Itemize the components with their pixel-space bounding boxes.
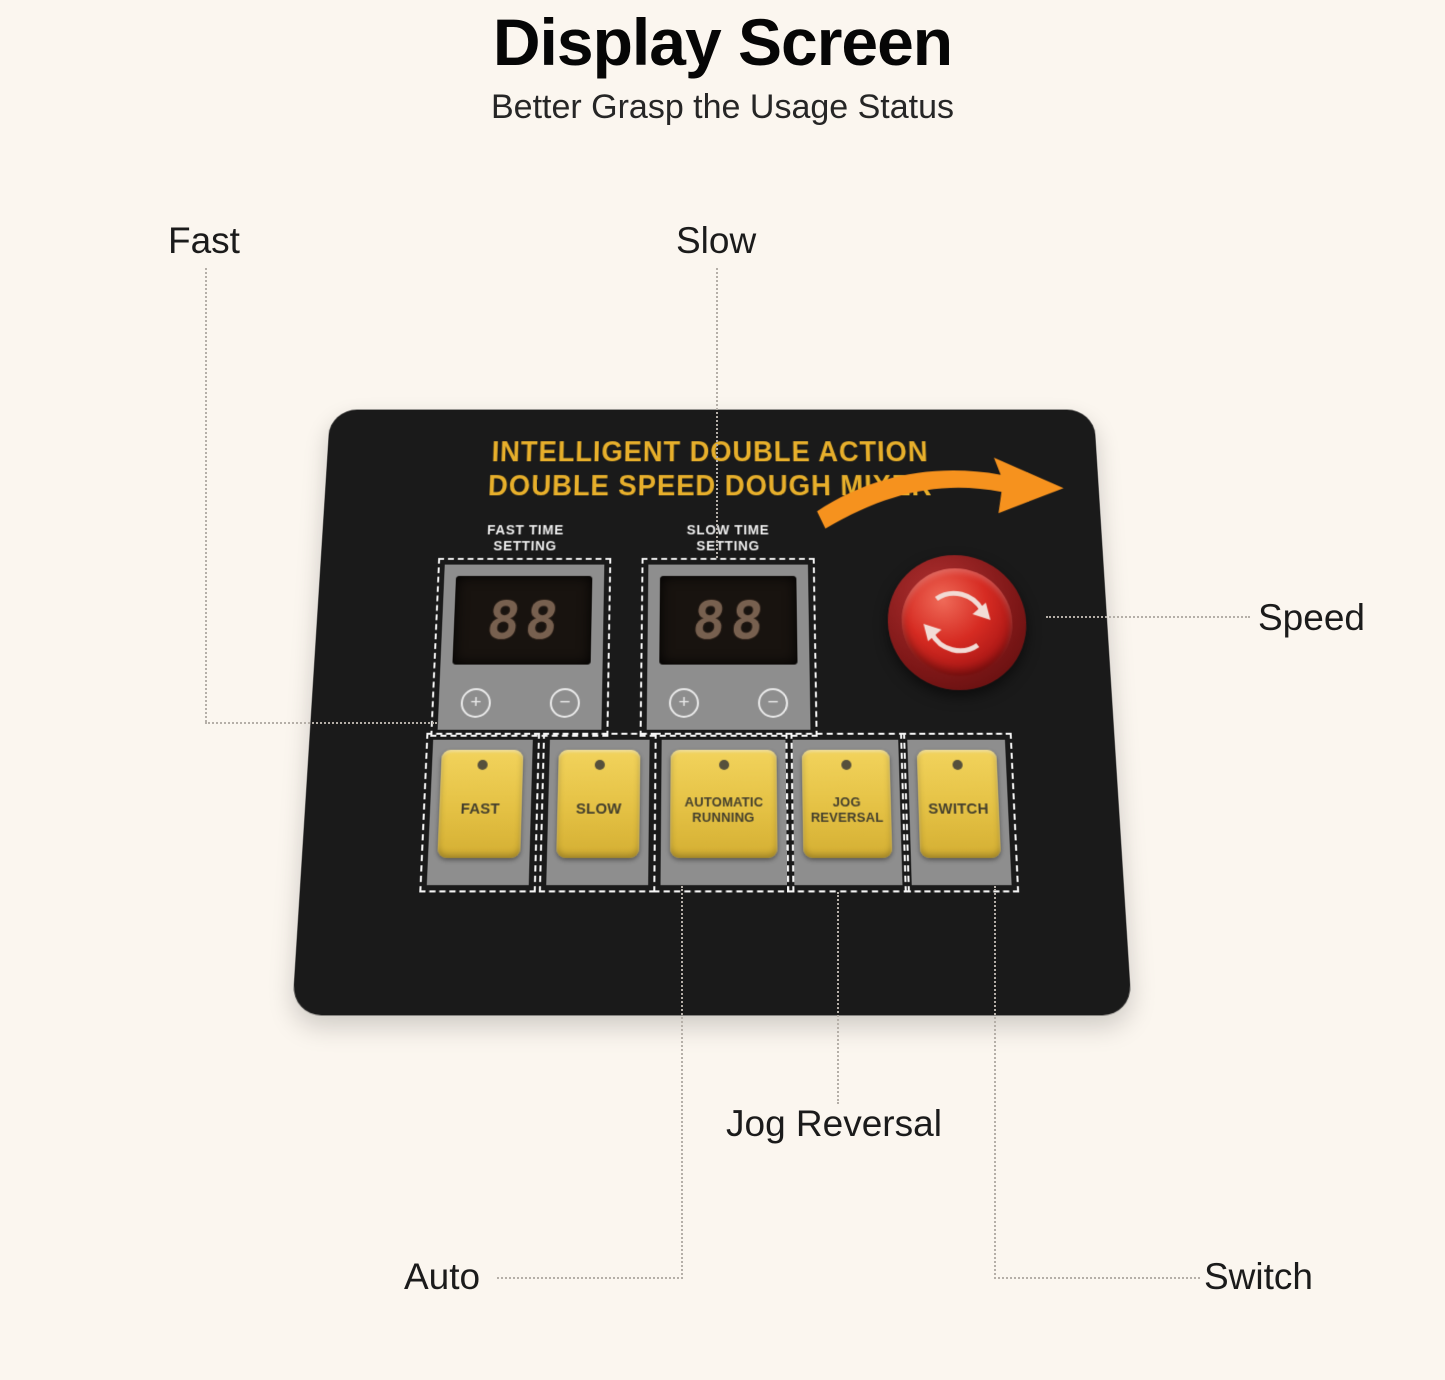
- leader-line-auto-horizontal: [497, 1277, 683, 1279]
- leader-line-fast-vertical: [205, 268, 207, 722]
- button-indicator-dot: [718, 759, 729, 770]
- callout-label-jog-reversal: Jog Reversal: [726, 1103, 942, 1144]
- switch-button-label: SWITCH: [928, 800, 990, 819]
- leader-line-fast-horizontal: [205, 722, 437, 724]
- fast-timer-display: 88: [452, 575, 593, 665]
- button-plate-slow: SLOW: [538, 732, 657, 893]
- slow-time-label-line2: SETTING: [696, 539, 760, 555]
- fast-timer-plate: 88 + −: [430, 557, 612, 737]
- button-plate-fast: FAST: [419, 732, 541, 893]
- page-title: Display Screen: [492, 5, 953, 79]
- jog-reversal-button[interactable]: JOG REVERSAL: [801, 749, 893, 859]
- leader-line-jog-vertical: [837, 892, 839, 1104]
- slow-button-label: SLOW: [575, 800, 622, 819]
- jog-reversal-button-label: JOG: [832, 793, 861, 810]
- callout-label-auto: Auto: [404, 1256, 481, 1297]
- fast-time-label-line1: FAST TIME: [486, 523, 565, 539]
- fast-timer-plus-button[interactable]: +: [460, 688, 492, 718]
- control-panel: INTELLIGENT DOUBLE ACTION DOUBLE SPEED D…: [291, 409, 1133, 1016]
- leader-line-speed-horizontal: [1046, 616, 1250, 618]
- callout-label-slow: Slow: [676, 220, 757, 261]
- slow-timer-value: 88: [689, 589, 773, 651]
- automatic-running-button-label: AUTOMATIC: [684, 793, 764, 810]
- leader-line-slow-vertical: [716, 268, 718, 558]
- button-plate-automatic-running: AUTOMATIC RUNNING: [653, 732, 795, 893]
- fast-time-setting-label: FAST TIME SETTING: [449, 523, 601, 555]
- fast-button[interactable]: FAST: [437, 749, 524, 859]
- button-indicator-dot: [951, 759, 963, 770]
- slow-button[interactable]: SLOW: [556, 749, 641, 859]
- rotation-arrows-icon: [906, 574, 1009, 670]
- button-plate-jog-reversal: JOG REVERSAL: [785, 732, 910, 893]
- automatic-running-button[interactable]: AUTOMATIC RUNNING: [669, 749, 778, 859]
- button-indicator-dot: [594, 759, 605, 770]
- button-indicator-dot: [840, 759, 852, 770]
- slow-time-setting-label: SLOW TIME SETTING: [652, 523, 803, 555]
- leader-line-switch-horizontal: [994, 1277, 1200, 1279]
- curved-arrow-icon: [816, 457, 1066, 529]
- fast-time-label-line2: SETTING: [493, 539, 558, 555]
- slow-time-label-line1: SLOW TIME: [686, 523, 770, 539]
- callout-label-speed: Speed: [1258, 597, 1365, 638]
- page-subtitle: Better Grasp the Usage Status: [490, 88, 955, 126]
- leader-line-auto-vertical: [681, 886, 683, 1279]
- button-indicator-dot: [476, 759, 488, 770]
- emergency-stop-button[interactable]: [885, 555, 1030, 691]
- fast-button-label: FAST: [460, 800, 501, 819]
- slow-timer-minus-button[interactable]: −: [757, 688, 789, 718]
- fast-timer-minus-button[interactable]: −: [549, 688, 581, 718]
- switch-button[interactable]: SWITCH: [916, 749, 1002, 859]
- slow-timer-display: 88: [659, 575, 798, 665]
- callout-label-fast: Fast: [168, 220, 240, 261]
- callout-label-switch: Switch: [1204, 1256, 1313, 1297]
- slow-timer-plate: 88 + −: [639, 557, 818, 737]
- leader-line-switch-vertical: [994, 886, 996, 1279]
- fast-timer-value: 88: [483, 589, 568, 651]
- slow-timer-plus-button[interactable]: +: [668, 688, 700, 718]
- button-plate-switch: SWITCH: [899, 732, 1020, 893]
